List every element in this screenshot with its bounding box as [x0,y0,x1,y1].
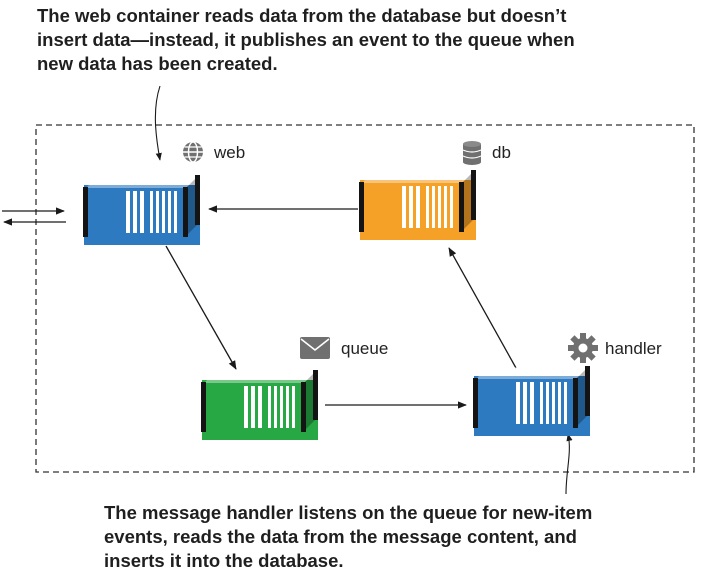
database-icon [462,141,482,165]
queue-label: queue [341,339,388,358]
top-caption-leader [154,85,162,161]
bottom-caption: The message handler listens on the queue… [104,502,593,571]
handler-to-db-arrow [448,247,517,369]
web-globe-icon [183,141,203,163]
queue-container [201,370,318,440]
web-container [83,175,200,245]
bottom-caption-leader [565,433,573,495]
gear-icon [568,333,598,363]
web-to-queue-arrow [165,245,237,370]
handler-container [473,366,590,436]
db-label: db [492,143,511,162]
handler-label: handler [605,339,662,358]
web-label: web [213,143,245,162]
top-caption: The web container reads data from the da… [37,5,575,74]
db-container [359,170,476,240]
system-boundary [35,124,695,473]
envelope-icon [300,337,330,359]
